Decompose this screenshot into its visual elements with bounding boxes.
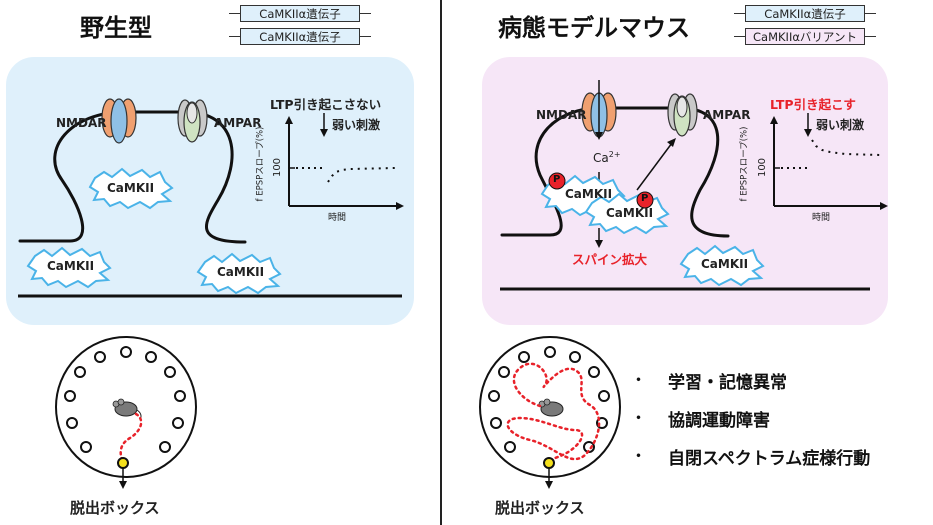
- model-ampar-channel: [667, 93, 698, 137]
- model-maze: [479, 336, 621, 489]
- model-phospho-marker-1: [548, 172, 566, 190]
- model-ca-label: Ca2+: [593, 150, 621, 165]
- phenotype-bullet-2: ・: [630, 409, 647, 429]
- wt-mouse-icon: [112, 398, 142, 421]
- phenotype-bullet-3: ・: [630, 447, 647, 467]
- phenotype-bullet-1: ・: [630, 371, 647, 391]
- phenotype-item-1: 学習・記憶異常: [668, 373, 787, 393]
- wt-exit-box-label: 脱出ボックス: [70, 499, 160, 517]
- wt-camkii-label-3: CaMKII: [217, 265, 265, 279]
- model-camkii-to-ampar-arrow: [636, 142, 673, 191]
- panel-divider: [440, 0, 442, 525]
- wt-exit-hole: [117, 457, 129, 469]
- wt-camkii-burst-2: [26, 246, 112, 289]
- wt-gene-2: CaMKIIα遺伝子: [229, 28, 371, 45]
- wt-camkii-label-2: CaMKII: [47, 259, 95, 273]
- phenotype-item-2: 協調運動障害: [668, 411, 770, 431]
- model-camkii-label-2: CaMKII: [606, 206, 654, 220]
- wild-type-synapse-diagram: [18, 98, 404, 489]
- wt-y-axis-label: f EPSPスロープ(%): [255, 126, 266, 202]
- wt-maze: [55, 336, 197, 489]
- model-stim-text: 弱い刺激: [816, 118, 865, 132]
- model-exit-hole: [543, 457, 555, 469]
- model-spine-text: スパイン拡大: [572, 252, 648, 267]
- model-camkii-label-3: CaMKII: [701, 257, 749, 271]
- wt-camkii-label-1: CaMKII: [107, 181, 155, 195]
- wt-ltp-text: LTP引き起こさない: [270, 97, 382, 112]
- model-nmdar-label: NMDAR: [536, 108, 587, 122]
- model-mouse-icon: [538, 398, 564, 417]
- model-nmdar-channel: [581, 92, 617, 138]
- model-p-label-1: P: [553, 174, 561, 185]
- wt-camkii-burst-3: [196, 252, 282, 295]
- wt-mouse-path: [119, 412, 143, 465]
- model-y-axis-label: f EPSPスロープ(%): [739, 126, 750, 202]
- model-gene-1: CaMKIIα遺伝子: [734, 5, 876, 22]
- model-ampar-label: AMPAR: [703, 108, 751, 122]
- wt-y-tick: 100: [272, 157, 284, 178]
- wt-ltp-graph: [285, 113, 404, 210]
- phenotype-item-3: 自閉スペクトラム症様行動: [668, 449, 871, 469]
- model-title: 病態モデルマウス: [498, 14, 690, 42]
- model-camkii-label-1: CaMKII: [565, 187, 613, 201]
- wt-gene-1: CaMKIIα遺伝子: [229, 5, 371, 22]
- model-ltp-text: LTP引き起こす: [770, 97, 856, 112]
- model-camkii-burst-3: [679, 244, 765, 287]
- model-ltp-graph: [770, 113, 888, 210]
- wt-camkii-burst-1: [88, 167, 174, 210]
- wt-nmdar-channel: [101, 98, 137, 144]
- wt-nmdar-label: NMDAR: [56, 116, 107, 130]
- model-y-tick: 100: [757, 157, 769, 178]
- model-gene-2: CaMKIIαバリアント: [734, 28, 876, 45]
- model-phospho-marker-2: [636, 191, 654, 209]
- wild-type-title: 野生型: [80, 14, 152, 42]
- model-p-label-2: P: [641, 193, 649, 204]
- model-synapse-diagram: [479, 80, 888, 489]
- model-exit-box-label: 脱出ボックス: [495, 499, 585, 517]
- wt-ampar-label: AMPAR: [214, 116, 262, 130]
- wt-x-axis-label: 時間: [328, 213, 347, 223]
- model-x-axis-label: 時間: [812, 213, 831, 223]
- wt-stim-text: 弱い刺激: [332, 118, 381, 132]
- wt-ampar-channel: [177, 99, 208, 143]
